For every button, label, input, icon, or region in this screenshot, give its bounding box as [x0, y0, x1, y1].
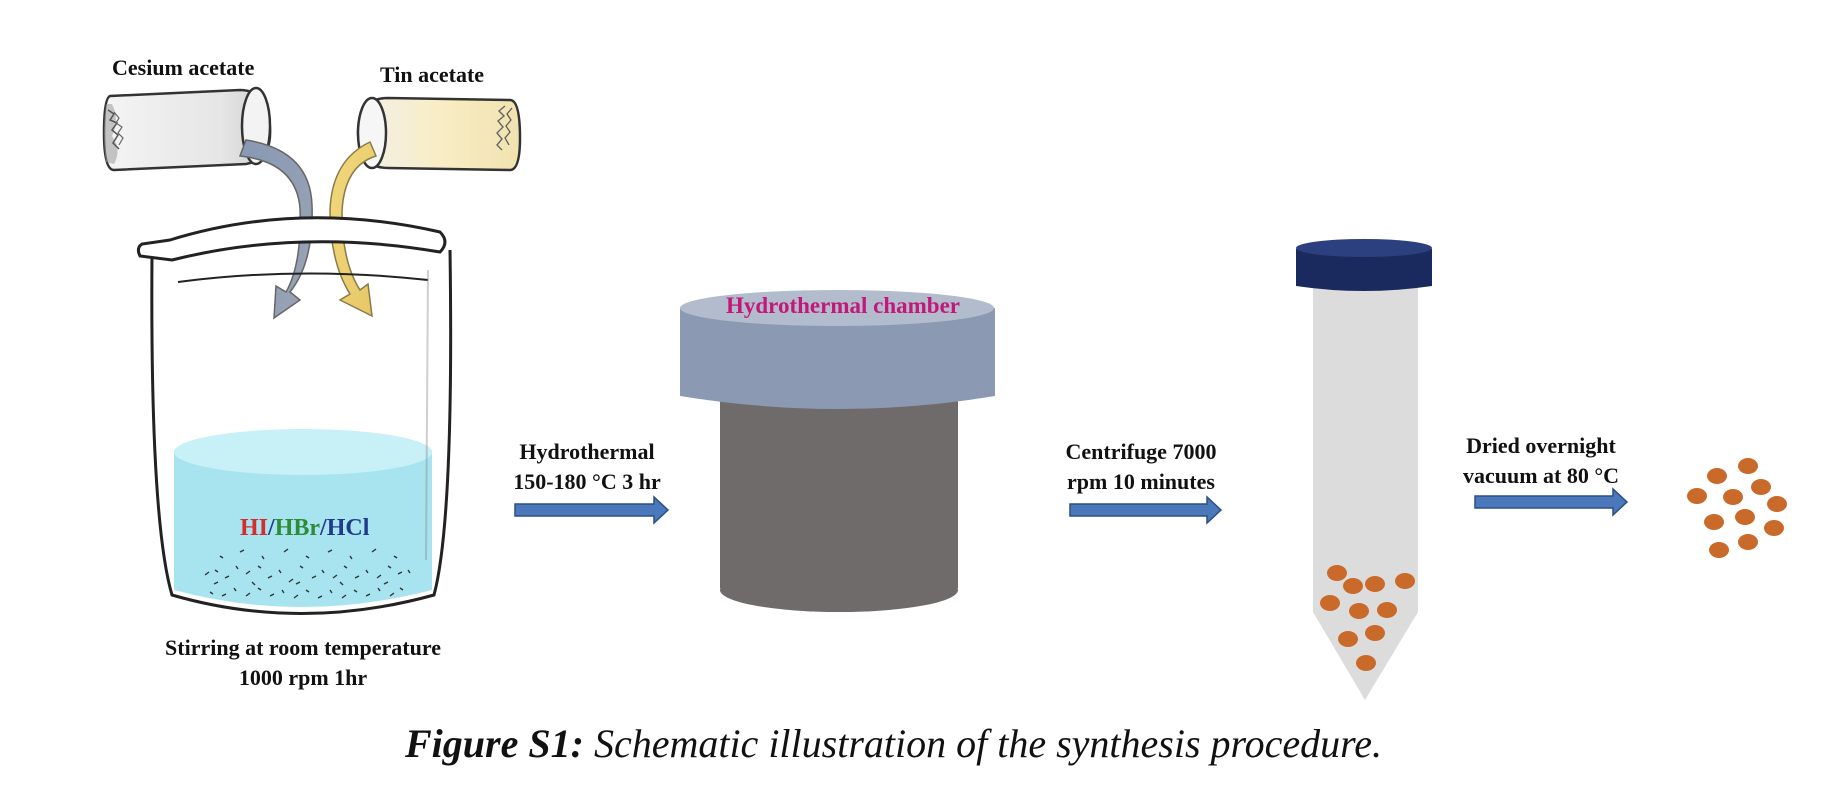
tin-acetate-label: Tin acetate	[380, 62, 484, 87]
cesium-acetate-tube	[102, 86, 272, 172]
step-arrow-2	[1069, 495, 1223, 525]
centrifuge-step-line2: rpm 10 minutes	[1067, 469, 1215, 494]
acid-label: HI/HBr/HCl	[240, 515, 370, 541]
caption-text: Schematic illustration of the synthesis …	[584, 721, 1382, 766]
hydrothermal-chamber	[680, 290, 995, 612]
dried-step-line2: vacuum at 80 °C	[1463, 463, 1619, 488]
step-arrow-1	[514, 495, 670, 525]
step-arrow-3	[1474, 487, 1629, 517]
figure-caption: Figure S1: Schematic illustration of the…	[404, 721, 1382, 766]
acid-hcl: HCl	[327, 515, 370, 541]
stirring-label-line1: Stirring at room temperature	[165, 635, 441, 660]
acid-hbr: HBr	[275, 515, 321, 541]
dried-powder	[1687, 458, 1787, 558]
acid-separator-1: /	[267, 515, 275, 541]
centrifuge-tube	[1296, 239, 1432, 700]
beaker-precipitate	[204, 548, 411, 599]
cesium-acetate-label: Cesium acetate	[112, 55, 255, 80]
tin-acetate-tube	[356, 96, 522, 172]
hydrothermal-step-line1: Hydrothermal	[519, 439, 654, 464]
dried-step-line1: Dried overnight	[1466, 433, 1616, 458]
acid-hi: HI	[240, 515, 268, 541]
beaker	[136, 216, 453, 615]
yellow-pour-arrow	[329, 140, 378, 318]
hydrothermal-step-line2: 150-180 °C 3 hr	[513, 469, 661, 494]
stirring-label-line2: 1000 rpm 1hr	[239, 665, 368, 690]
tube-pellet	[1320, 565, 1415, 671]
caption-figure-number: Figure S1:	[404, 721, 584, 766]
acid-separator-2: /	[319, 515, 327, 541]
centrifuge-step-line1: Centrifuge 7000	[1066, 439, 1217, 464]
chamber-label: Hydrothermal chamber	[726, 293, 960, 318]
